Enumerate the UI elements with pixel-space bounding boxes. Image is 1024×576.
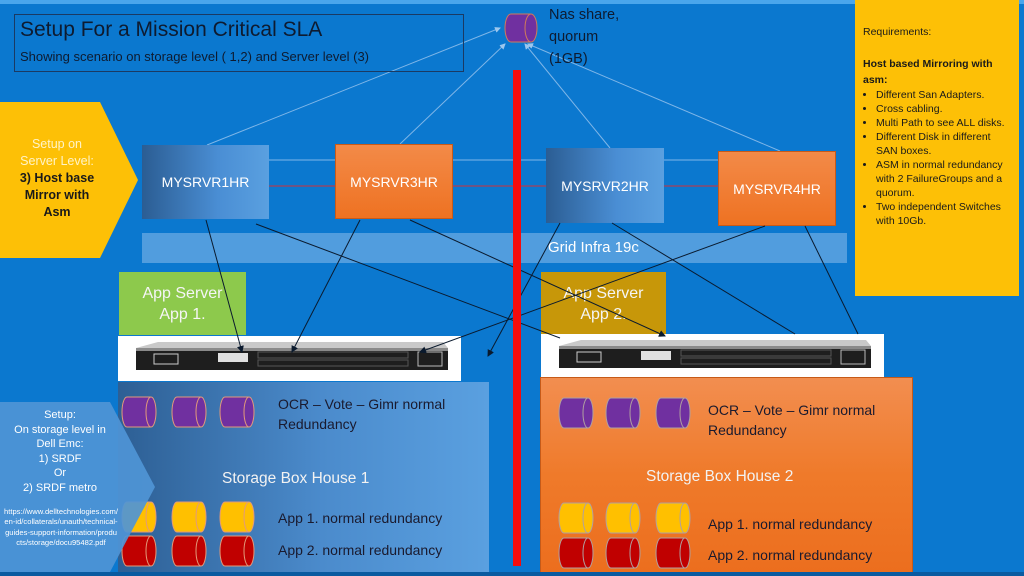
san-switch-1 bbox=[118, 336, 461, 381]
server-name: MYSRVR3HR bbox=[350, 173, 438, 190]
ocr-label-line: OCR – Vote – Gimr normal bbox=[708, 402, 876, 418]
storage-house-title: Storage Box House 1 bbox=[222, 470, 370, 487]
server-name: MYSRVR4HR bbox=[733, 180, 821, 197]
app2-redundancy-label: App 2. normal redundancy bbox=[278, 542, 443, 558]
storage-level-arrow bbox=[0, 402, 155, 572]
app1-disk-icon bbox=[219, 501, 255, 533]
server-level-line: Mirror with bbox=[24, 188, 90, 202]
cable-srv1-switch1 bbox=[205, 219, 244, 353]
link-srv3-nas bbox=[399, 43, 506, 145]
link-srv4-nas bbox=[527, 43, 781, 152]
app2-disk-icon bbox=[171, 535, 207, 567]
server-node-mysrvr4hr[interactable]: MYSRVR4HR bbox=[718, 151, 836, 226]
storage-box-house-1: Storage Box House 1 OCR – Vote – Gimr no… bbox=[118, 382, 489, 576]
app2-redundancy-label: App 2. normal redundancy bbox=[708, 547, 873, 563]
cable-srv4-switch2 bbox=[804, 225, 859, 335]
requirement-item: Different San Adapters. bbox=[876, 88, 1013, 102]
ocr-disk-icon bbox=[605, 397, 641, 429]
storage-level-line: Setup: bbox=[44, 409, 76, 421]
site-divider bbox=[513, 70, 521, 566]
app1-redundancy-label: App 1. normal redundancy bbox=[708, 516, 873, 532]
ocr-disk-icon bbox=[558, 397, 594, 429]
server-name: MYSRVR2HR bbox=[561, 177, 649, 194]
requirement-item: Cross cabling. bbox=[876, 102, 1013, 116]
requirement-item: Two independent Switches with 10Gb. bbox=[876, 200, 1013, 228]
title-box bbox=[14, 14, 464, 72]
app-server-app: App 2. bbox=[580, 305, 627, 323]
ocr-disk-icon bbox=[219, 396, 255, 428]
disk-group bbox=[558, 397, 691, 569]
grid-infra-label: Grid Infra 19c bbox=[548, 239, 639, 256]
page-title: Setup For a Mission Critical SLA bbox=[20, 18, 323, 41]
app1-disk-icon bbox=[171, 501, 207, 533]
ocr-label-line: Redundancy bbox=[708, 422, 787, 438]
app1-disk-icon bbox=[655, 502, 691, 534]
app-server-label: App Server bbox=[563, 284, 644, 302]
cable-srv4-switch1 bbox=[419, 225, 766, 354]
storage-level-text: Setup: On storage level in Dell Emc: 1) … bbox=[4, 408, 116, 496]
server-level-text: Setup on Server Level: 3) Host base Mirr… bbox=[2, 136, 112, 221]
link-srv2-nas bbox=[524, 43, 611, 149]
top-border bbox=[0, 0, 1024, 4]
storage-house-title: Storage Box House 2 bbox=[646, 468, 794, 485]
dell-emc-doc-link[interactable]: https://www.delltechnologies.com/en-id/c… bbox=[4, 507, 118, 547]
ocr-disk-icon bbox=[171, 396, 207, 428]
storage-level-line: 1) SRDF bbox=[38, 452, 82, 465]
server-level-line: 3) Host base bbox=[19, 171, 95, 185]
app-server-label: App Server bbox=[142, 284, 223, 302]
server-node-mysrvr1hr[interactable]: MYSRVR1HR bbox=[142, 145, 269, 219]
storage-level-line: Or bbox=[53, 467, 67, 480]
server-name: MYSRVR1HR bbox=[161, 174, 250, 190]
app2-disk-icon bbox=[605, 537, 641, 569]
requirements-panel: Requirements: Host based Mirroring with … bbox=[855, 0, 1019, 296]
ocr-vote-label: OCR – Vote – Gimr normal Redundancy bbox=[708, 400, 875, 440]
nas-disk-icon bbox=[504, 13, 538, 43]
ocr-label-line: Redundancy bbox=[278, 416, 357, 432]
requirement-item: ASM in normal redundancy with 2 FailureG… bbox=[876, 158, 1013, 200]
cable-srv3-switch1 bbox=[291, 219, 361, 353]
ocr-vote-label: OCR – Vote – Gimr normal Redundancy bbox=[278, 394, 445, 434]
app2-disk-icon bbox=[219, 535, 255, 567]
bottom-border bbox=[0, 572, 1024, 576]
app2-disk-icon bbox=[558, 537, 594, 569]
app1-disk-icon bbox=[605, 502, 641, 534]
storage-level-line: Dell Emc: bbox=[36, 438, 84, 451]
storage-level-line: 2) SRDF metro bbox=[23, 481, 97, 494]
requirements-heading: Host based Mirroring with asm: bbox=[863, 58, 993, 86]
link-srv1-nas bbox=[206, 27, 501, 146]
cable-srv2-switch1 bbox=[487, 222, 561, 357]
requirement-item: Multi Path to see ALL disks. bbox=[876, 116, 1013, 130]
server-level-line: Asm bbox=[43, 205, 71, 219]
app1-redundancy-label: App 1. normal redundancy bbox=[278, 510, 443, 526]
requirements-list: Different San Adapters. Cross cabling. M… bbox=[863, 88, 1013, 228]
server-level-arrow bbox=[0, 102, 138, 258]
cable-srv2-switch2 bbox=[611, 222, 796, 335]
ocr-label-line: OCR – Vote – Gimr normal bbox=[278, 396, 446, 412]
ocr-disk-icon bbox=[121, 396, 157, 428]
storage-box-house-2: Storage Box House 2 OCR – Vote – Gimr no… bbox=[540, 377, 913, 574]
disk-group bbox=[121, 396, 255, 567]
storage-level-line: On storage level in bbox=[14, 423, 106, 436]
ocr-disk-icon bbox=[655, 397, 691, 429]
requirements-title: Requirements: bbox=[863, 26, 932, 38]
page-subtitle: Showing scenario on storage level ( 1,2)… bbox=[20, 49, 370, 64]
requirement-item: Different Disk in different SAN boxes. bbox=[876, 130, 1013, 158]
app2-disk-icon bbox=[655, 537, 691, 569]
server-node-mysrvr3hr[interactable]: MYSRVR3HR bbox=[335, 144, 453, 219]
server-node-mysrvr2hr[interactable]: MYSRVR2HR bbox=[546, 148, 664, 223]
app1-disk-icon bbox=[558, 502, 594, 534]
app2-disk-icon bbox=[121, 535, 157, 567]
app-server-app: App 1. bbox=[159, 305, 206, 323]
nas-share-label: Nas share, quorum (1GB) bbox=[549, 7, 620, 67]
server-level-line: Setup on bbox=[31, 137, 83, 151]
san-switch-2 bbox=[541, 334, 884, 379]
switch-icon bbox=[559, 340, 871, 368]
cable-srv3-switch2 bbox=[409, 219, 666, 337]
server-level-line: Server Level: bbox=[20, 154, 94, 168]
